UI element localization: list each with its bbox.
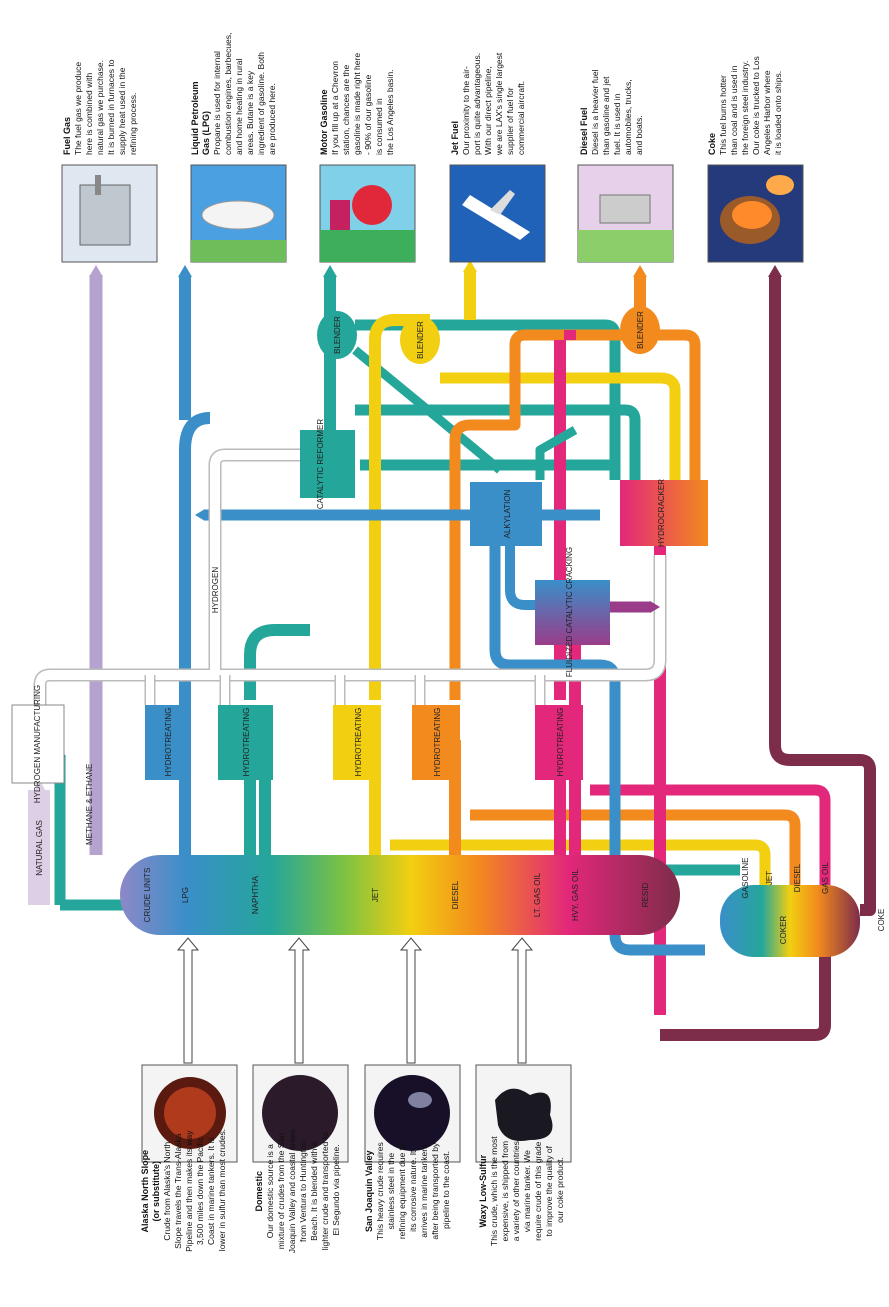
stream-naphtha-label: NAPHTHA (251, 875, 260, 914)
svg-text:GASOLINE: GASOLINE (741, 858, 750, 899)
arrowheads (34, 260, 782, 792)
diesel-caption: Diesel Fuel Diesel is a heavier fuel tha… (579, 67, 644, 155)
gasoline-caption: Motor Gasoline If you fill up at a Chevr… (319, 51, 395, 155)
hydrogen-label: HYDROGEN (211, 567, 220, 613)
pipe-coke (769, 275, 876, 916)
stream-hvy-gas-oil-label: HVY. GAS OIL (571, 869, 580, 921)
fuel-gas-caption: Fuel Gas The fuel gas we produce here is… (62, 57, 138, 155)
methane-label: METHANE & ETHANE (85, 764, 94, 845)
svg-text:HYDROGEN MANUFACTURING: HYDROGEN MANUFACTURING (33, 685, 42, 803)
svg-text:HYDROTREATING: HYDROTREATING (242, 708, 251, 777)
svg-text:HYDROTREATING: HYDROTREATING (354, 708, 363, 777)
blenders: BLENDER BLENDER BLENDER (317, 306, 660, 364)
svg-text:DIESEL: DIESEL (793, 863, 802, 892)
jet-fuel-caption: Jet Fuel Our proximity to the air- port … (450, 50, 526, 156)
coke-label: COKE (877, 909, 886, 932)
hydrocracker-unit: HYDROCRACKER (620, 479, 708, 547)
san-joaquin-caption: San Joaquin Valley This heavy crude requ… (364, 1140, 451, 1240)
svg-text:BLENDER: BLENDER (636, 311, 645, 349)
stream-lpg-label: LPG (181, 887, 190, 903)
svg-text:JET: JET (765, 871, 774, 885)
hydrotreating-units: HYDROTREATING HYDROTREATING HYDROTREATIN… (145, 705, 583, 780)
svg-text:ALKYLATION: ALKYLATION (503, 489, 512, 538)
pipe-lpg (179, 412, 211, 855)
svg-text:NATURAL GAS: NATURAL GAS (35, 820, 44, 876)
stream-jet-label: JET (371, 888, 380, 902)
crude-units-vessel: CRUDE UNITS LPG NAPHTHA JET DIESEL LT. G… (120, 855, 680, 935)
lpg-caption: Liquid Petroleum Gas (LPG) Propane is us… (190, 30, 277, 155)
crude-captions: Alaska North Slope (or substitute) Crude… (140, 1127, 565, 1254)
stream-diesel-label: DIESEL (451, 880, 460, 909)
svg-text:HYDROTREATING: HYDROTREATING (164, 708, 173, 777)
domestic-caption: Domestic Our domestic source is a mixtur… (254, 1127, 341, 1254)
fcc-unit: FLUIDIZED CATALYTIC CRACKING (535, 547, 610, 677)
crude-units-label: CRUDE UNITS (143, 868, 152, 923)
coker-vessel: COKER GASOLINE JET DIESEL GAS OIL (720, 858, 860, 957)
hydrogen-manufacturing-box: HYDROGEN MANUFACTURING (11, 685, 65, 803)
svg-text:COKER: COKER (779, 916, 788, 945)
svg-text:CATALYTIC REFORMER: CATALYTIC REFORMER (316, 419, 325, 509)
pipe-resid (660, 935, 831, 1041)
coke-caption: Coke This fuel burns hotter than coal an… (707, 54, 783, 155)
stream-lt-gas-oil-label: LT. GAS OIL (533, 872, 542, 917)
svg-text:HYDROTREATING: HYDROTREATING (433, 708, 442, 777)
stream-resid-label: RESID (641, 883, 650, 908)
svg-text:GAS OIL: GAS OIL (821, 861, 830, 894)
product-images (61, 164, 804, 263)
svg-text:HYDROTREATING: HYDROTREATING (556, 708, 565, 777)
svg-text:HYDROCRACKER: HYDROCRACKER (657, 479, 666, 547)
alaska-caption: Alaska North Slope (or substitute) Crude… (140, 1128, 227, 1252)
alkylation-unit: ALKYLATION (470, 482, 542, 546)
natural-gas-box: NATURAL GAS (28, 790, 50, 905)
svg-text:FLUIDIZED CATALYTIC CRACKING: FLUIDIZED CATALYTIC CRACKING (565, 547, 574, 677)
crude-images (141, 1064, 572, 1163)
product-captions: Fuel Gas The fuel gas we produce here is… (62, 30, 783, 156)
catalytic-reformer: CATALYTIC REFORMER (300, 419, 355, 509)
svg-text:BLENDER: BLENDER (416, 321, 425, 359)
svg-text:BLENDER: BLENDER (333, 316, 342, 354)
waxy-caption: Waxy Low-Sulfur This crude, which is the… (478, 1134, 565, 1246)
crude-feed-arrows (176, 937, 534, 1064)
